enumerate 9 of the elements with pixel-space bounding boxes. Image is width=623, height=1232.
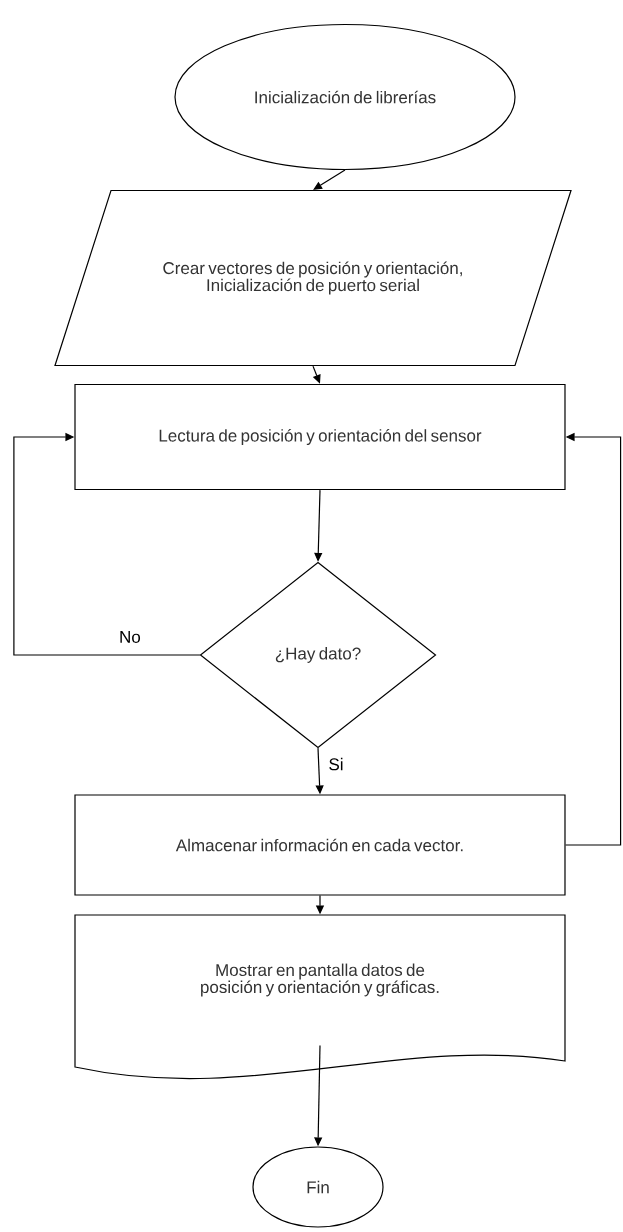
arrow: [314, 489, 323, 562]
edge-label: No: [118, 630, 142, 644]
arrow: [313, 169, 346, 190]
input-parallelogram: Crear vectores de posición y orientación, Inicialización de puerto serial: [54, 189, 572, 367]
edge-label: Si: [327, 756, 345, 772]
arrow: [13, 432, 201, 656]
arrow: [312, 365, 321, 384]
process-box: Almacenar información en cada vector.: [74, 794, 566, 896]
process-box: Lectura de posición y orientación del sensor: [74, 383, 566, 491]
